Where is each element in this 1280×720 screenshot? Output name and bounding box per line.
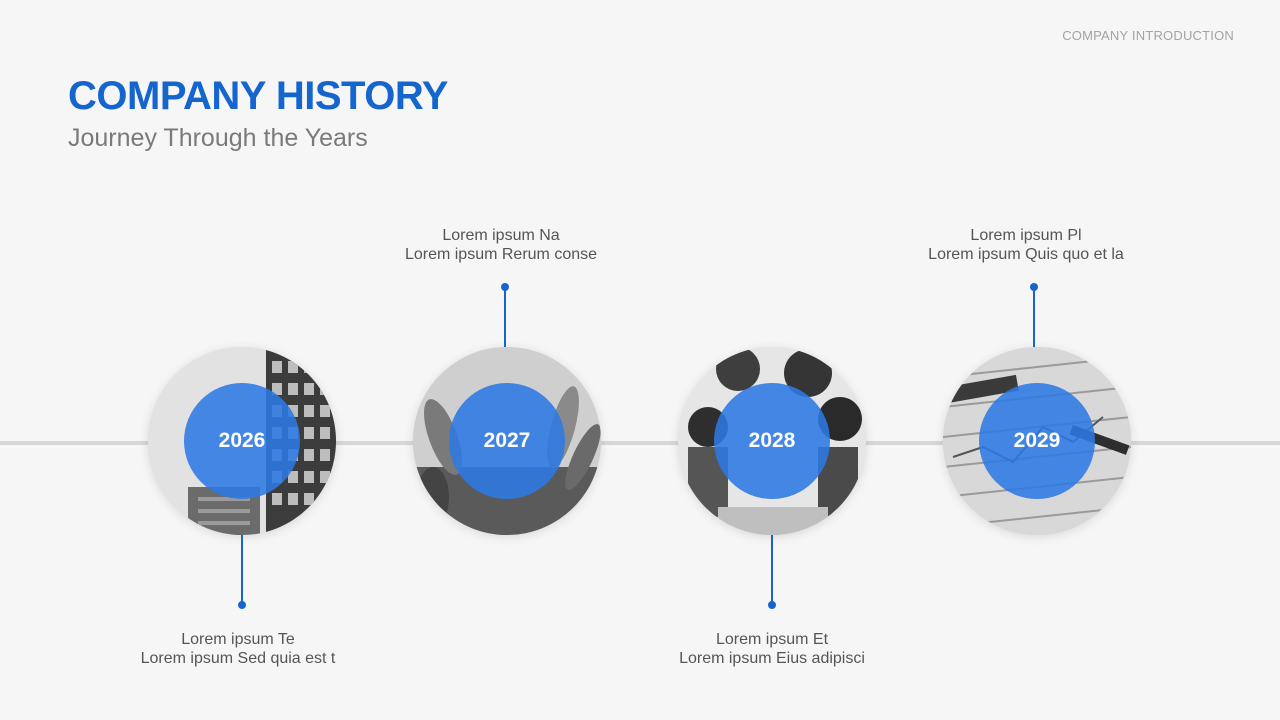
connector-dot bbox=[501, 283, 509, 291]
year-circle: 2027 bbox=[449, 383, 565, 499]
header-label: COMPANY INTRODUCTION bbox=[1062, 28, 1234, 43]
milestone-2026: 2026 bbox=[148, 347, 336, 535]
timeline-line bbox=[0, 441, 1280, 445]
year-circle: 2026 bbox=[184, 383, 300, 499]
milestone-2029: 2029 bbox=[943, 347, 1131, 535]
connector-stem bbox=[241, 535, 243, 605]
caption-line-1: Lorem ipsum Pl bbox=[970, 227, 1082, 244]
connector-stem bbox=[771, 535, 773, 605]
milestone-caption: Lorem ipsum Na Lorem ipsum Rerum conse bbox=[351, 226, 651, 264]
milestone-2028: 2028 bbox=[678, 347, 866, 535]
connector-stem bbox=[504, 289, 506, 347]
caption-line-1: Lorem ipsum Na bbox=[442, 227, 560, 244]
raised-hands-photo bbox=[413, 347, 601, 535]
caption-line-2: Lorem ipsum Rerum conse bbox=[404, 246, 598, 263]
connector-dot bbox=[238, 601, 246, 609]
caption-line-2: Lorem ipsum Sed quia est t bbox=[140, 650, 336, 667]
caption-line-1: Lorem ipsum Et bbox=[715, 631, 829, 648]
connector-dot bbox=[1030, 283, 1038, 291]
caption-line-1: Lorem ipsum Te bbox=[181, 631, 295, 648]
caption-line-2: Lorem ipsum Eius adipisci bbox=[679, 650, 865, 667]
caption-line-2: Lorem ipsum Quis quo et la bbox=[928, 246, 1124, 263]
milestone-caption: Lorem ipsum Et Lorem ipsum Eius adipisci bbox=[622, 630, 922, 668]
connector-stem bbox=[1033, 289, 1035, 347]
city-buildings-photo bbox=[148, 347, 336, 535]
milestone-caption: Lorem ipsum Pl Lorem ipsum Quis quo et l… bbox=[876, 226, 1176, 264]
milestone-2027: 2027 bbox=[413, 347, 601, 535]
milestone-caption: Lorem ipsum Te Lorem ipsum Sed quia est … bbox=[88, 630, 388, 668]
year-circle: 2028 bbox=[714, 383, 830, 499]
connector-dot bbox=[768, 601, 776, 609]
page-title: COMPANY HISTORY bbox=[68, 74, 448, 118]
year-circle: 2029 bbox=[979, 383, 1095, 499]
page-subtitle: Journey Through the Years bbox=[68, 124, 368, 152]
